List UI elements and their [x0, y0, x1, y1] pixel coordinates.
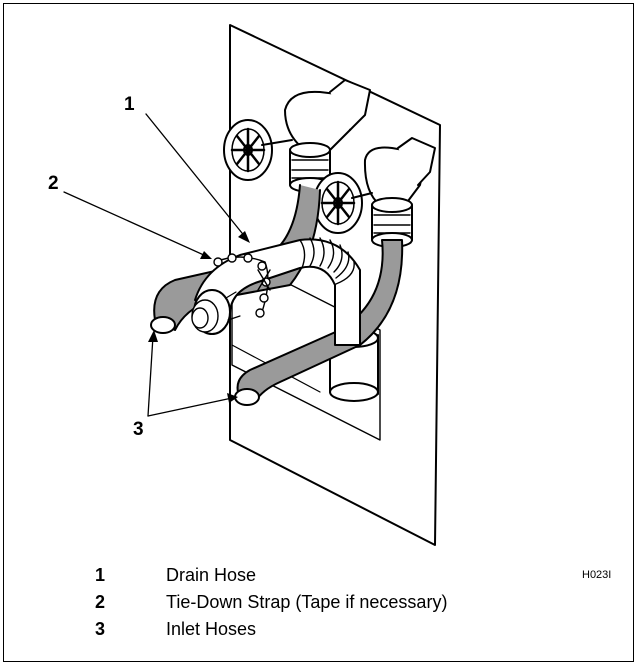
legend-text: Drain Hose — [166, 565, 257, 585]
right-water-valve — [313, 137, 436, 248]
legend-row: 2 Tie-Down Strap (Tape if necessary) — [95, 592, 595, 616]
callout-arrowheads — [148, 231, 250, 403]
legend-row: 3 Inlet Hoses — [95, 619, 595, 643]
legend-number: 3 — [95, 619, 106, 639]
callout-3: 3 — [133, 419, 144, 440]
tie-down-strap — [213, 253, 271, 318]
figure-code: H023I — [582, 569, 612, 581]
legend-text: Inlet Hoses — [166, 619, 257, 639]
legend-row: 1 Drain Hose — [95, 565, 595, 589]
callout-leaders — [63, 113, 247, 417]
figure-frame — [3, 3, 634, 662]
callout-1: 1 — [124, 94, 135, 115]
legend-number: 1 — [95, 565, 106, 585]
legend-number: 2 — [95, 592, 106, 612]
legend-text: Tie-Down Strap (Tape if necessary) — [166, 592, 448, 612]
drain-hose — [191, 237, 361, 346]
callout-2: 2 — [48, 173, 59, 194]
